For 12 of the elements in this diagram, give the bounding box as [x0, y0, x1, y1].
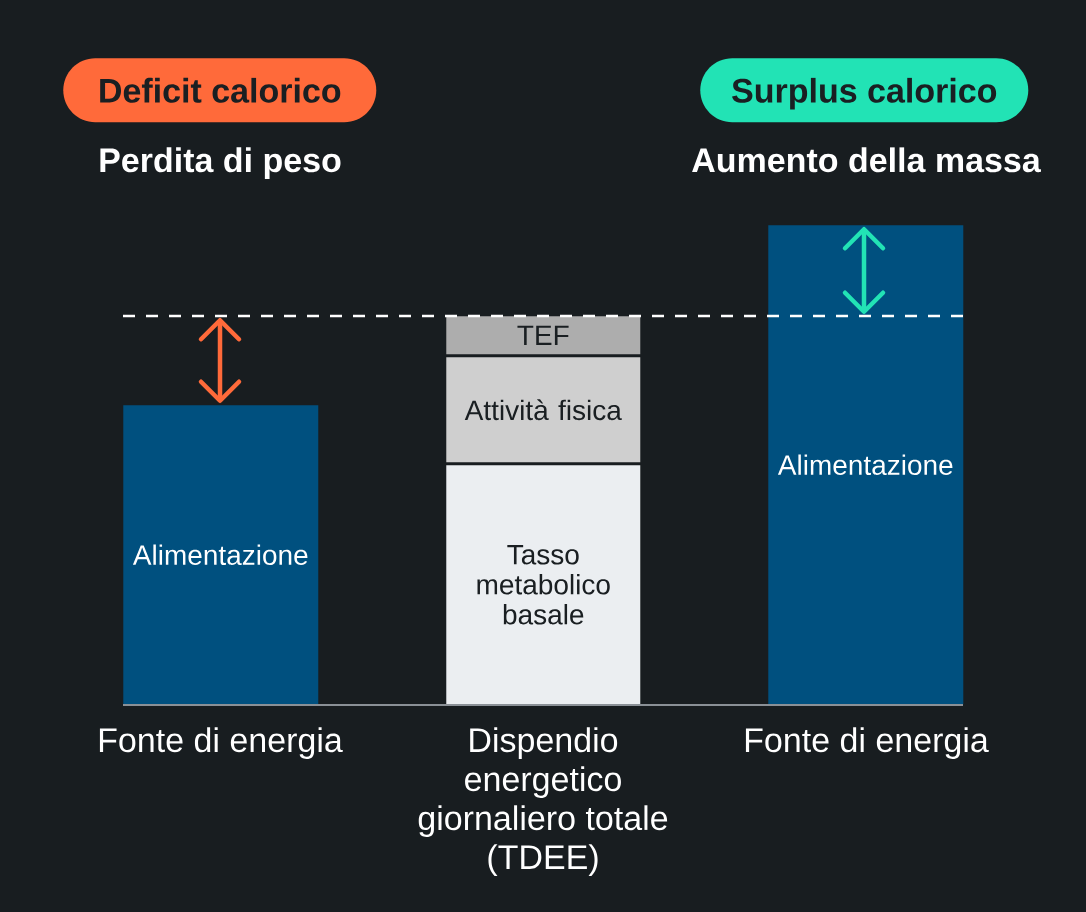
- bar: Alimentazione: [123, 405, 319, 705]
- pill-badge: Deficit calorico: [63, 58, 377, 123]
- bar-caption: Fonte di energia: [99, 727, 343, 759]
- bar-segment: TEF: [446, 316, 641, 355]
- subheading: Aumento della massa: [692, 147, 1041, 173]
- bar-segment: Tasso metabolico basale: [446, 465, 641, 705]
- bar-segment: Attività fisica: [446, 357, 641, 463]
- bar: Alimentazione: [768, 225, 964, 705]
- subheading: Perdita di peso: [100, 147, 341, 180]
- bar-caption: Dispendio energetico giornaliero totale (TDEE): [418, 727, 668, 876]
- bar-caption: Fonte di energia: [745, 727, 989, 759]
- pill-badge: Surplus calorico: [700, 58, 1029, 123]
